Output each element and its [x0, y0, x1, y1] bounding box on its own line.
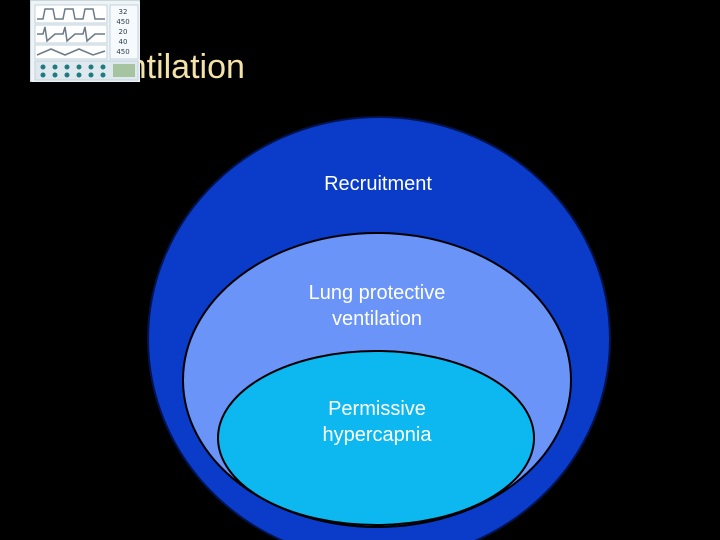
thumbnail-readout: 20 [119, 28, 128, 36]
ventilator-screen-icon: 32 450 20 40 450 [30, 0, 140, 82]
ventilator-screen-graphic: 32 450 20 40 450 [32, 2, 140, 82]
label-lung-protective: Lung protective ventilation [308, 282, 446, 330]
label-permissive-hypercapnia: Permissive hypercapnia [322, 398, 432, 446]
ellipse-permissive-hypercapnia [217, 350, 535, 526]
label-recruitment: Recruitment [324, 173, 432, 195]
thumbnail-readout: 450 [116, 18, 129, 26]
thumbnail-readout: 450 [116, 48, 129, 56]
thumbnail-readout: 32 [119, 8, 128, 16]
thumbnail-readout: 40 [119, 38, 128, 46]
